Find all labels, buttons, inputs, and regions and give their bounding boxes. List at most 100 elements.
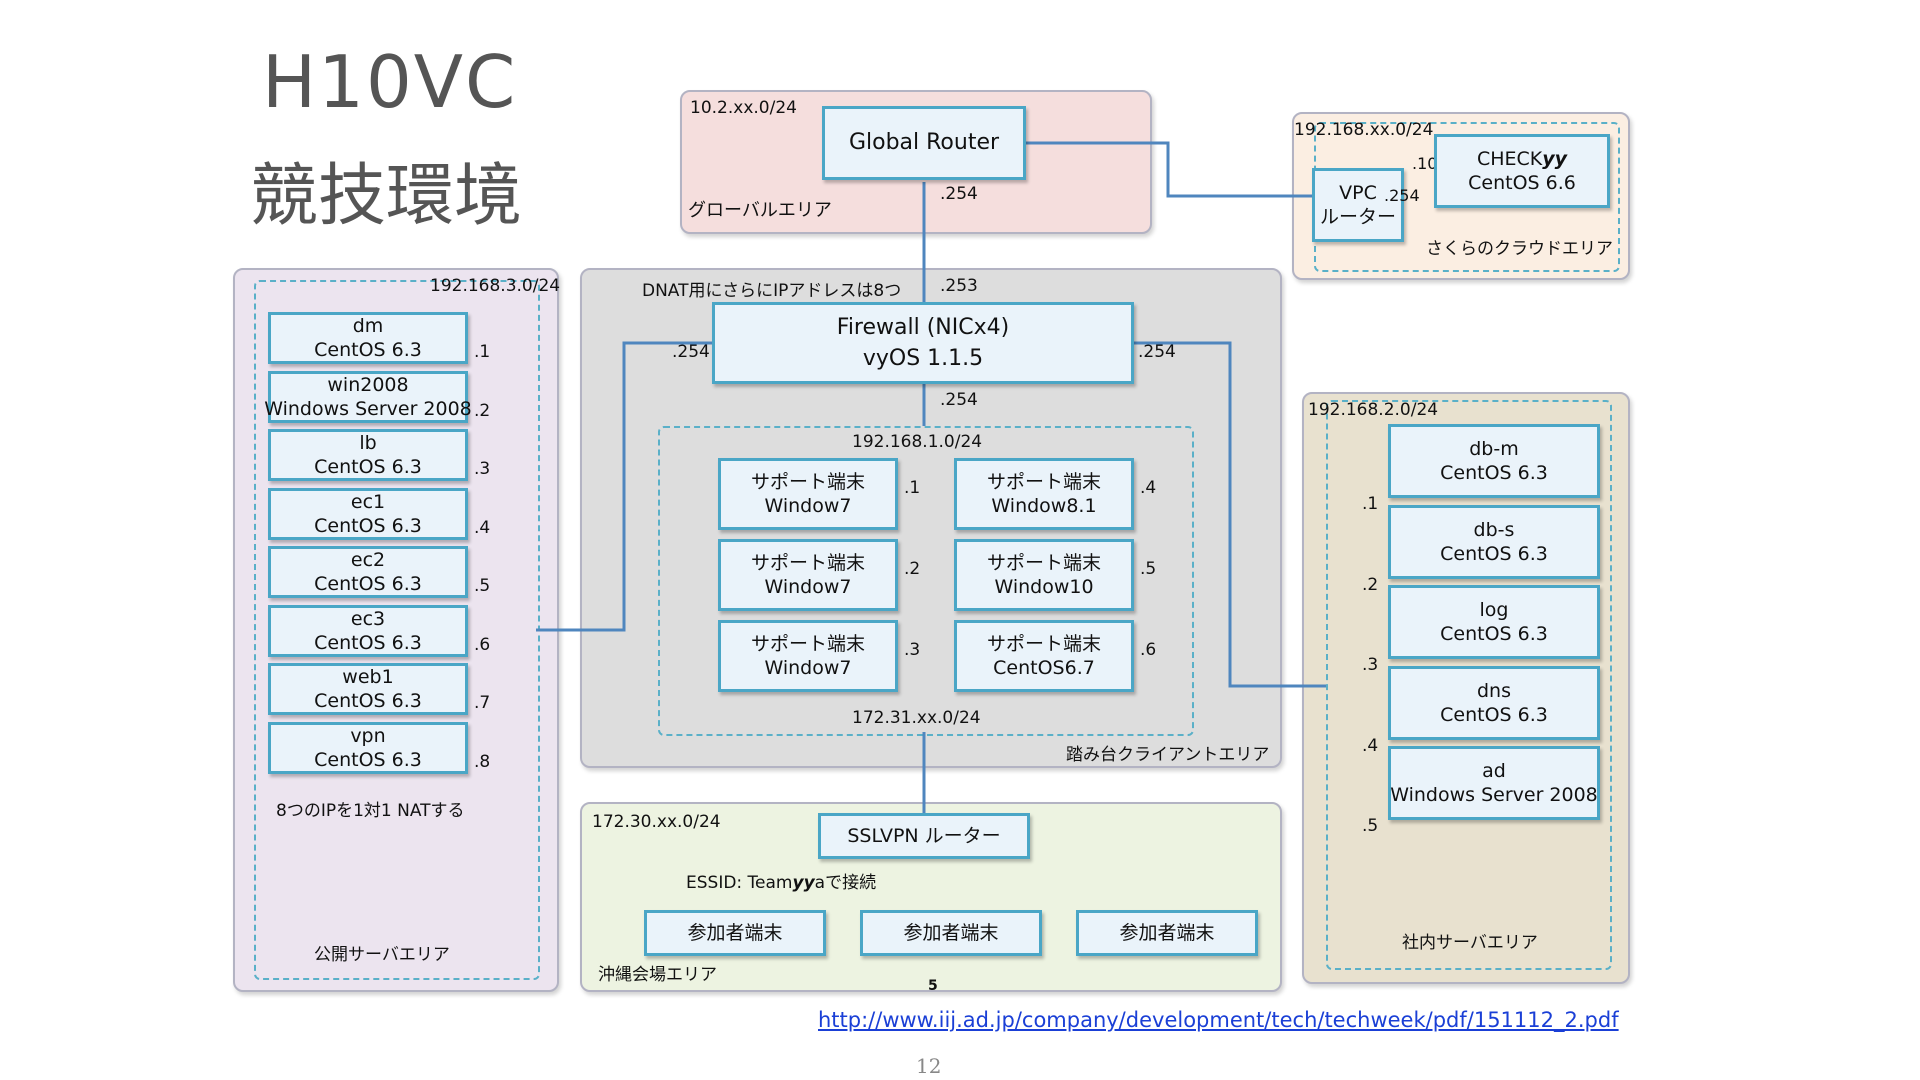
- internal-server-2-ip: .3: [1362, 655, 1379, 675]
- essid-note: ESSID: Teamyyaで接続: [686, 868, 876, 893]
- sslvpn-router-label: SSLVPN ルーター: [847, 825, 1001, 847]
- internal-server-1-os: CentOS 6.3: [1440, 542, 1548, 565]
- internal-server-3-name: dns: [1476, 679, 1511, 702]
- client-terminal-0-os: Window7: [764, 495, 852, 517]
- source-url-link[interactable]: http://www.iij.ad.jp/company/development…: [818, 1008, 1619, 1032]
- participant-terminal-label: 参加者端末: [687, 922, 783, 944]
- client-area-label: 踏み台クライアントエリア: [1066, 745, 1270, 765]
- internal-server-subnet-box: [1326, 400, 1612, 970]
- dnat-note: DNAT用にさらにIPアドレスは8つ: [642, 281, 902, 301]
- client-subnet-top: 192.168.1.0/24: [852, 432, 983, 452]
- sakura-subnet-label: 192.168.xx.0/24: [1294, 120, 1434, 140]
- participant-terminal-label: 参加者端末: [1119, 922, 1215, 944]
- internal-server-3-os: CentOS 6.3: [1440, 703, 1548, 726]
- internal-server-3-ip: .4: [1362, 735, 1379, 756]
- client-terminal-4-ip: .5: [1140, 559, 1157, 579]
- client-terminal-3-name: サポート端末: [986, 471, 1101, 493]
- participant-terminal-1: 参加者端末: [860, 910, 1042, 956]
- global-subnet-label: 10.2.xx.0/24: [690, 98, 797, 118]
- page-number: 12: [916, 1054, 942, 1078]
- client-terminal-5-ip: .6: [1140, 640, 1157, 660]
- public-server-2-name: lb: [359, 432, 377, 454]
- public-server-4-os: CentOS 6.3: [314, 573, 422, 595]
- global-router-ip: .254: [940, 184, 978, 204]
- slide-title-line2: 競技環境: [250, 157, 523, 236]
- client-terminal-4-name: サポート端末: [986, 552, 1101, 574]
- public-area-label: 公開サーバエリア: [314, 945, 450, 965]
- public-server-7-os: CentOS 6.3: [314, 748, 422, 771]
- essid-prefix: ESSID: Team: [686, 873, 793, 893]
- client-terminal-1-ip: .2: [904, 559, 921, 579]
- firewall-ip-right: .254: [1138, 342, 1176, 362]
- internal-server-0-name: db-m: [1469, 438, 1519, 460]
- client-terminal-0-name: サポート端末: [750, 471, 865, 493]
- internal-subnet-label: 192.168.2.0/24: [1308, 400, 1439, 420]
- line-firewall-to-internal: [1134, 341, 1326, 688]
- sslvpn-router: SSLVPN ルーター: [818, 813, 1030, 859]
- sakura-area-label: さくらのクラウドエリア: [1426, 239, 1613, 259]
- essid-suffix: aで接続: [814, 873, 877, 893]
- public-server-0-name: dm: [352, 315, 384, 337]
- stray-mark: 5: [928, 978, 938, 994]
- line-global-router-to-vpc: [1026, 141, 1312, 198]
- internal-server-4-ip: .5: [1362, 816, 1379, 836]
- public-server-3-os: CentOS 6.3: [314, 514, 422, 537]
- internal-server-4-os: Windows Server 2008: [1390, 784, 1598, 806]
- internal-server-4-name: ad: [1482, 760, 1506, 782]
- public-server-5-os: CentOS 6.3: [314, 631, 422, 654]
- global-area-label: グローバルエリア: [688, 200, 832, 221]
- participant-terminal-label: 参加者端末: [903, 922, 999, 944]
- check-server-name: CHECK: [1476, 148, 1543, 170]
- client-terminal-2-os: Window7: [764, 657, 852, 679]
- vpc-router-ip: .254: [1384, 186, 1420, 205]
- internal-server-1-name: db-s: [1473, 518, 1515, 541]
- public-server-1-ip: .2: [474, 400, 491, 421]
- participant-terminal-2: 参加者端末: [1076, 910, 1258, 956]
- public-server-6-name: web1: [342, 666, 394, 688]
- client-terminal-1-os: Window7: [764, 576, 852, 598]
- firewall: Firewall (NICx4) vyOS 1.1.5: [712, 302, 1134, 384]
- essid-em: yy: [792, 873, 815, 893]
- internal-server-2-name: log: [1479, 599, 1509, 621]
- client-terminal-1-name: サポート端末: [750, 552, 865, 574]
- participant-terminal-0: 参加者端末: [644, 910, 826, 956]
- vpc-router: VPC ルーター: [1312, 168, 1404, 242]
- internal-area-label: 社内サーバエリア: [1402, 933, 1538, 953]
- client-terminal-3-os: Window8.1: [991, 495, 1097, 517]
- firewall-ip-left: .254: [672, 342, 710, 362]
- internal-server-1-ip: .2: [1362, 574, 1379, 595]
- check-server-os: CentOS 6.6: [1468, 172, 1576, 194]
- public-server-3-ip: .4: [474, 517, 491, 538]
- public-server-6-os: CentOS 6.3: [314, 690, 422, 712]
- firewall-line1: Firewall (NICx4): [836, 315, 1010, 340]
- vpc-router-line2: ルーター: [1319, 206, 1396, 228]
- client-terminal-2-ip: .3: [904, 640, 921, 660]
- internal-server-0-os: CentOS 6.3: [1440, 462, 1548, 484]
- public-server-5-ip: .6: [474, 634, 491, 655]
- okinawa-area-label: 沖縄会場エリア: [598, 965, 717, 985]
- firewall-ip-bottom: .254: [940, 390, 978, 410]
- client-terminal-5-name: サポート端末: [986, 633, 1101, 655]
- global-router-label: Global Router: [848, 130, 1000, 155]
- slide-title-line1: H10VC: [262, 40, 518, 124]
- internal-server-0-ip: .1: [1362, 494, 1379, 514]
- internal-server-2-os: CentOS 6.3: [1440, 623, 1548, 645]
- client-subnet-box: [658, 426, 1194, 736]
- global-router: Global Router: [822, 106, 1026, 180]
- firewall-line2: vyOS 1.1.5: [862, 346, 984, 371]
